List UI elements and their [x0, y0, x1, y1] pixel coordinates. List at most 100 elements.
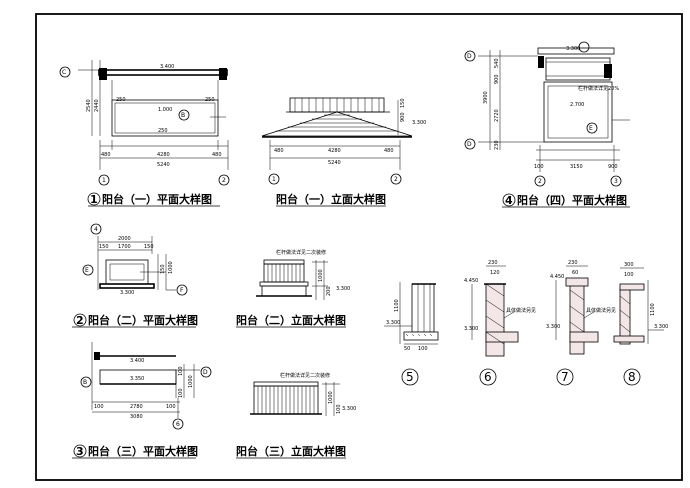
d5-dim-1: 1100	[394, 299, 400, 312]
detail-7: 7 4.450 3.300 具体做法另见 230 60	[546, 260, 616, 386]
p2-dim-top-a: 150	[99, 244, 109, 250]
dim-left-1: 2540	[86, 99, 92, 112]
p4-dim-l5: 230	[494, 140, 500, 150]
d5-dim-2: 50	[404, 346, 410, 352]
d5-elev: 3.300	[386, 320, 400, 326]
title-7: 阳台（三）立面大样图	[236, 444, 346, 458]
d6-elev-bot: 3.300	[464, 326, 478, 332]
d7-dim-2: 60	[572, 270, 578, 276]
d8-dim-3: 1100	[650, 303, 656, 316]
p3-elev-mid: 3.350	[130, 376, 144, 382]
p4-axis-3: 3	[614, 178, 618, 185]
d8-elev: 3.300	[654, 324, 668, 330]
balcony-2-elevation: 栏杆做法详见二次装修 1000 200 3.300	[256, 249, 350, 300]
p3-axis-6: 6	[176, 421, 180, 428]
d6-elev-top: 4.450	[464, 278, 478, 284]
p2-dim-top-b: 1700	[118, 244, 131, 250]
balcony-3-elevation: 栏杆做法详见二次装修 1000 100 3.300	[250, 372, 356, 416]
p4-dim-bot-c: 900	[608, 164, 618, 170]
title-1: 阳台（一）平面大样图	[102, 192, 212, 206]
d5-number: 5	[406, 370, 414, 384]
p2-dim-r1: 150	[160, 264, 166, 274]
axis-c: C	[62, 69, 66, 76]
p3-dim-r2: 1000	[188, 375, 194, 388]
d7-elev-bot: 3.300	[546, 324, 560, 330]
p4-elev-mid: 2.700	[570, 102, 584, 108]
balcony-2-plan: 4 E F 2000 150 1700 150 150 1000 3.300	[82, 223, 188, 296]
p2-elev: 3.300	[120, 290, 134, 296]
title-1-number: 1	[90, 193, 98, 206]
p3-dim-b2: 2780	[130, 404, 143, 410]
elev1-axis-1: 1	[272, 176, 276, 183]
balcony-4-plan: D D E 2 3 3.300 栏杆做法详见20% 2.700 540 900 …	[464, 41, 630, 187]
elev1-dim-r2: 150	[400, 98, 406, 108]
p4-dim-l4: 3900	[483, 91, 489, 104]
p3-axis-b: B	[83, 379, 87, 386]
e3-dim-r1: 1000	[328, 391, 334, 404]
elev1-dim-b: 4280	[328, 148, 341, 154]
p4-tag-top: 3.300	[566, 46, 580, 52]
e3-dim-r2: 100	[336, 404, 342, 414]
p4-dim-l2: 900	[494, 74, 500, 84]
d6-note: 具体做法另见	[506, 307, 536, 314]
p3-axis-d: D	[203, 369, 208, 376]
p2-axis-4: 4	[94, 226, 98, 233]
elev1-dim-total: 5240	[328, 160, 341, 166]
balcony-3-plan: B D 6 3.400 3.350 100 1000 100 100 2780 …	[80, 342, 212, 430]
p4-note: 栏杆做法详见20%	[578, 85, 619, 92]
sheet-border	[35, 13, 683, 481]
e3-note: 栏杆做法详见二次装修	[280, 372, 330, 379]
dim-b: 4280	[157, 152, 170, 158]
e3-elev: 3.300	[342, 406, 356, 412]
balcony-1-plan: C 1 2 B 3.400 1.000 250 250 250 2540 244…	[59, 60, 230, 186]
dim-left-2: 2440	[94, 99, 100, 112]
d7-number: 7	[561, 370, 569, 384]
title-4: 阳台（二）平面大样图	[88, 313, 198, 327]
d8-dim-2: 100	[624, 272, 634, 278]
p4-axis-2: 2	[538, 178, 542, 185]
axis-1: 1	[102, 177, 106, 184]
p4-dim-l1: 540	[494, 58, 500, 68]
elev1-dim-r1: 900	[400, 112, 406, 122]
title-3: 阳台（四）平面大样图	[517, 193, 627, 207]
d6-number: 6	[484, 370, 492, 384]
d8-number: 8	[628, 370, 636, 384]
p2-dim-top-c: 150	[144, 244, 154, 250]
d7-dim-1: 230	[568, 260, 578, 266]
p4-dim-bot-b: 3150	[570, 164, 583, 170]
p4-dim-l3: 2720	[494, 109, 500, 122]
axis-2: 2	[222, 177, 226, 184]
title-blocks: 1 阳台（一）平面大样图 阳台（一）立面大样图 4 阳台（四）平面大样图 2 阳…	[72, 192, 630, 459]
balcony-1-elevation: 1 2 3.300 900 150 480 4280 480 5240	[261, 97, 426, 185]
d6-dim-1: 230	[488, 260, 498, 266]
e2-dim-r1: 1000	[318, 269, 324, 282]
title-6-number: 3	[76, 445, 84, 458]
dim-c: 480	[212, 152, 222, 158]
elev1-elev-r: 3.300	[412, 120, 426, 126]
elev1-axis-2: 2	[394, 176, 398, 183]
axis-b: B	[181, 112, 185, 119]
d7-elev-top: 4.450	[550, 274, 564, 280]
p4-axis-d-top: D	[467, 53, 472, 60]
title-4-number: 2	[76, 314, 84, 327]
e2-dim-r2: 200	[326, 286, 332, 296]
p3-dim-r3: 100	[178, 388, 184, 398]
d8-dim-1: 300	[624, 262, 634, 268]
e2-elev: 3.300	[336, 286, 350, 292]
tag-small-2: 250	[205, 97, 215, 103]
tag-small-1: 250	[116, 97, 126, 103]
p4-axis-e: E	[589, 125, 593, 132]
p3-dim-b1: 100	[94, 404, 104, 410]
p2-dim-top-total: 2000	[118, 236, 131, 242]
p3-dim-r1: 100	[178, 366, 184, 376]
p2-axis-e: E	[85, 267, 89, 274]
detail-8: 8 3.300 300 100 1100	[613, 262, 668, 386]
detail-5: 5 3.300 1100 50 100	[384, 282, 439, 386]
title-6: 阳台（三）平面大样图	[88, 444, 198, 458]
p2-dim-r2: 1000	[168, 261, 174, 274]
p4-axis-d-bot: D	[467, 141, 472, 148]
p3-dim-b-total: 3080	[130, 414, 143, 420]
title-2: 阳台（一）立面大样图	[276, 192, 386, 206]
title-5: 阳台（二）立面大样图	[236, 313, 346, 327]
